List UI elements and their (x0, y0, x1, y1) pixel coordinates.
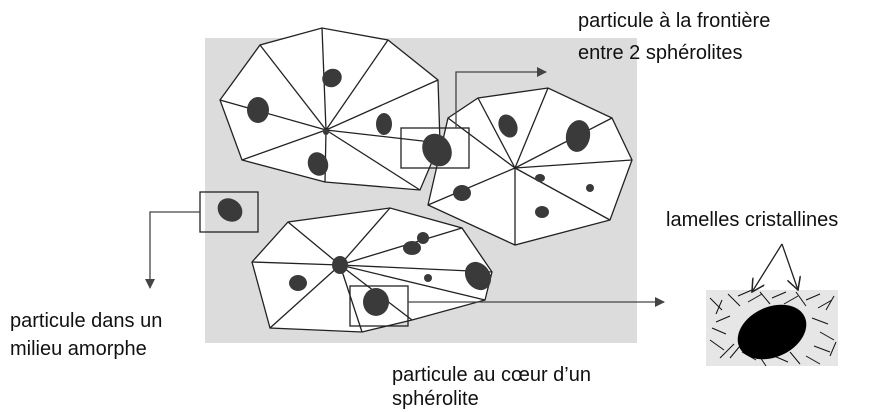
spherulite-top-left (219, 27, 441, 191)
core-particle-label-line1: particule au cœur d’un (392, 364, 591, 386)
amorphous-particle-label-line1: particule dans un (10, 310, 163, 332)
lamellae-arrow-left (752, 243, 783, 292)
lamellae-label: lamelles cristallines (666, 209, 839, 231)
lamellae-arrow-right (781, 243, 798, 290)
inset-particle (737, 304, 807, 360)
boundary-arrow (455, 67, 547, 128)
core-particle-box (349, 285, 409, 327)
particles-right (453, 114, 594, 218)
particles-top-left (247, 68, 392, 176)
amorphous-arrow (145, 211, 200, 289)
boundary-particle (422, 133, 452, 167)
boundary-particle-label-line1: particule à la frontière (578, 10, 771, 32)
boundary-particle-label-line2: entre 2 sphérolites (578, 42, 743, 64)
core-particle-label-line2: sphérolite (392, 388, 479, 410)
particles-bottom (289, 232, 492, 316)
boundary-particle-box (400, 127, 470, 169)
amorphous-particle-label-line2: milieu amorphe (10, 338, 147, 360)
amorphous-particle (217, 198, 243, 222)
